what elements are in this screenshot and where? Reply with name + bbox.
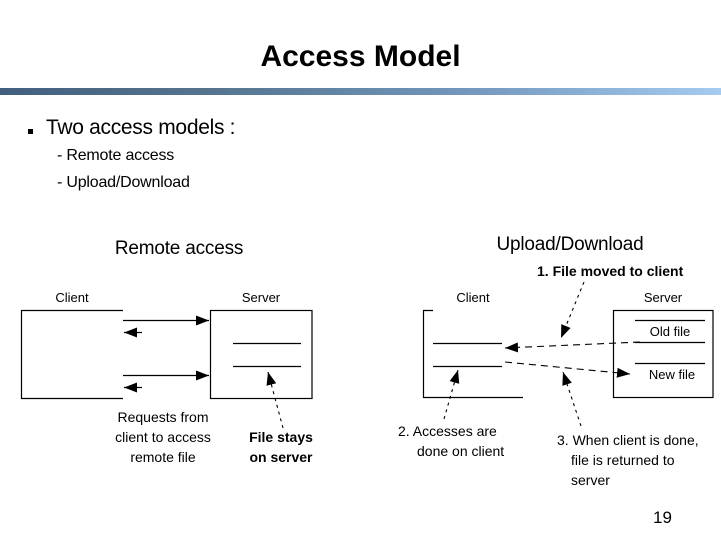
ud-client-box bbox=[422, 309, 523, 399]
download-transfer-arrow bbox=[504, 341, 641, 353]
remote-server-box bbox=[209, 309, 313, 400]
ud-client-label: Client bbox=[456, 290, 490, 305]
slide-title: Access Model bbox=[260, 40, 461, 73]
remote-server-label: Server bbox=[241, 290, 281, 305]
step1-pointer-arrow bbox=[560, 281, 585, 339]
requests-caption: Requests from client to access remote fi… bbox=[115, 409, 211, 465]
old-file-label: Old file bbox=[649, 324, 691, 339]
ud-server-label: Server bbox=[643, 290, 683, 305]
step2-pointer-arrow bbox=[443, 369, 460, 420]
accent-bar bbox=[0, 88, 721, 95]
bullet-item-upload-download: - Upload/Download bbox=[57, 174, 190, 191]
bullet-item-remote-access: - Remote access bbox=[57, 147, 175, 164]
step3-caption: 3. When client is done, file is returned… bbox=[557, 432, 699, 488]
bullet-heading: Two access models : bbox=[46, 116, 236, 139]
upload-transfer-arrow bbox=[504, 361, 631, 378]
file-stays-pointer-arrow bbox=[266, 371, 284, 429]
file-stays-caption: File stays on server bbox=[249, 429, 313, 465]
remote-client-label: Client bbox=[55, 290, 89, 305]
step1-caption: 1. File moved to client bbox=[537, 263, 684, 279]
upload-download-diagram-title: Upload/Download bbox=[496, 234, 644, 255]
step3-pointer-arrow bbox=[562, 371, 582, 427]
page-number: 19 bbox=[653, 508, 672, 527]
new-file-label: New file bbox=[648, 367, 696, 382]
remote-access-diagram-title: Remote access bbox=[114, 238, 244, 259]
bullet-marker bbox=[28, 129, 33, 134]
step2-caption: 2. Accesses are done on client bbox=[398, 423, 505, 459]
remote-client-box bbox=[20, 309, 123, 400]
